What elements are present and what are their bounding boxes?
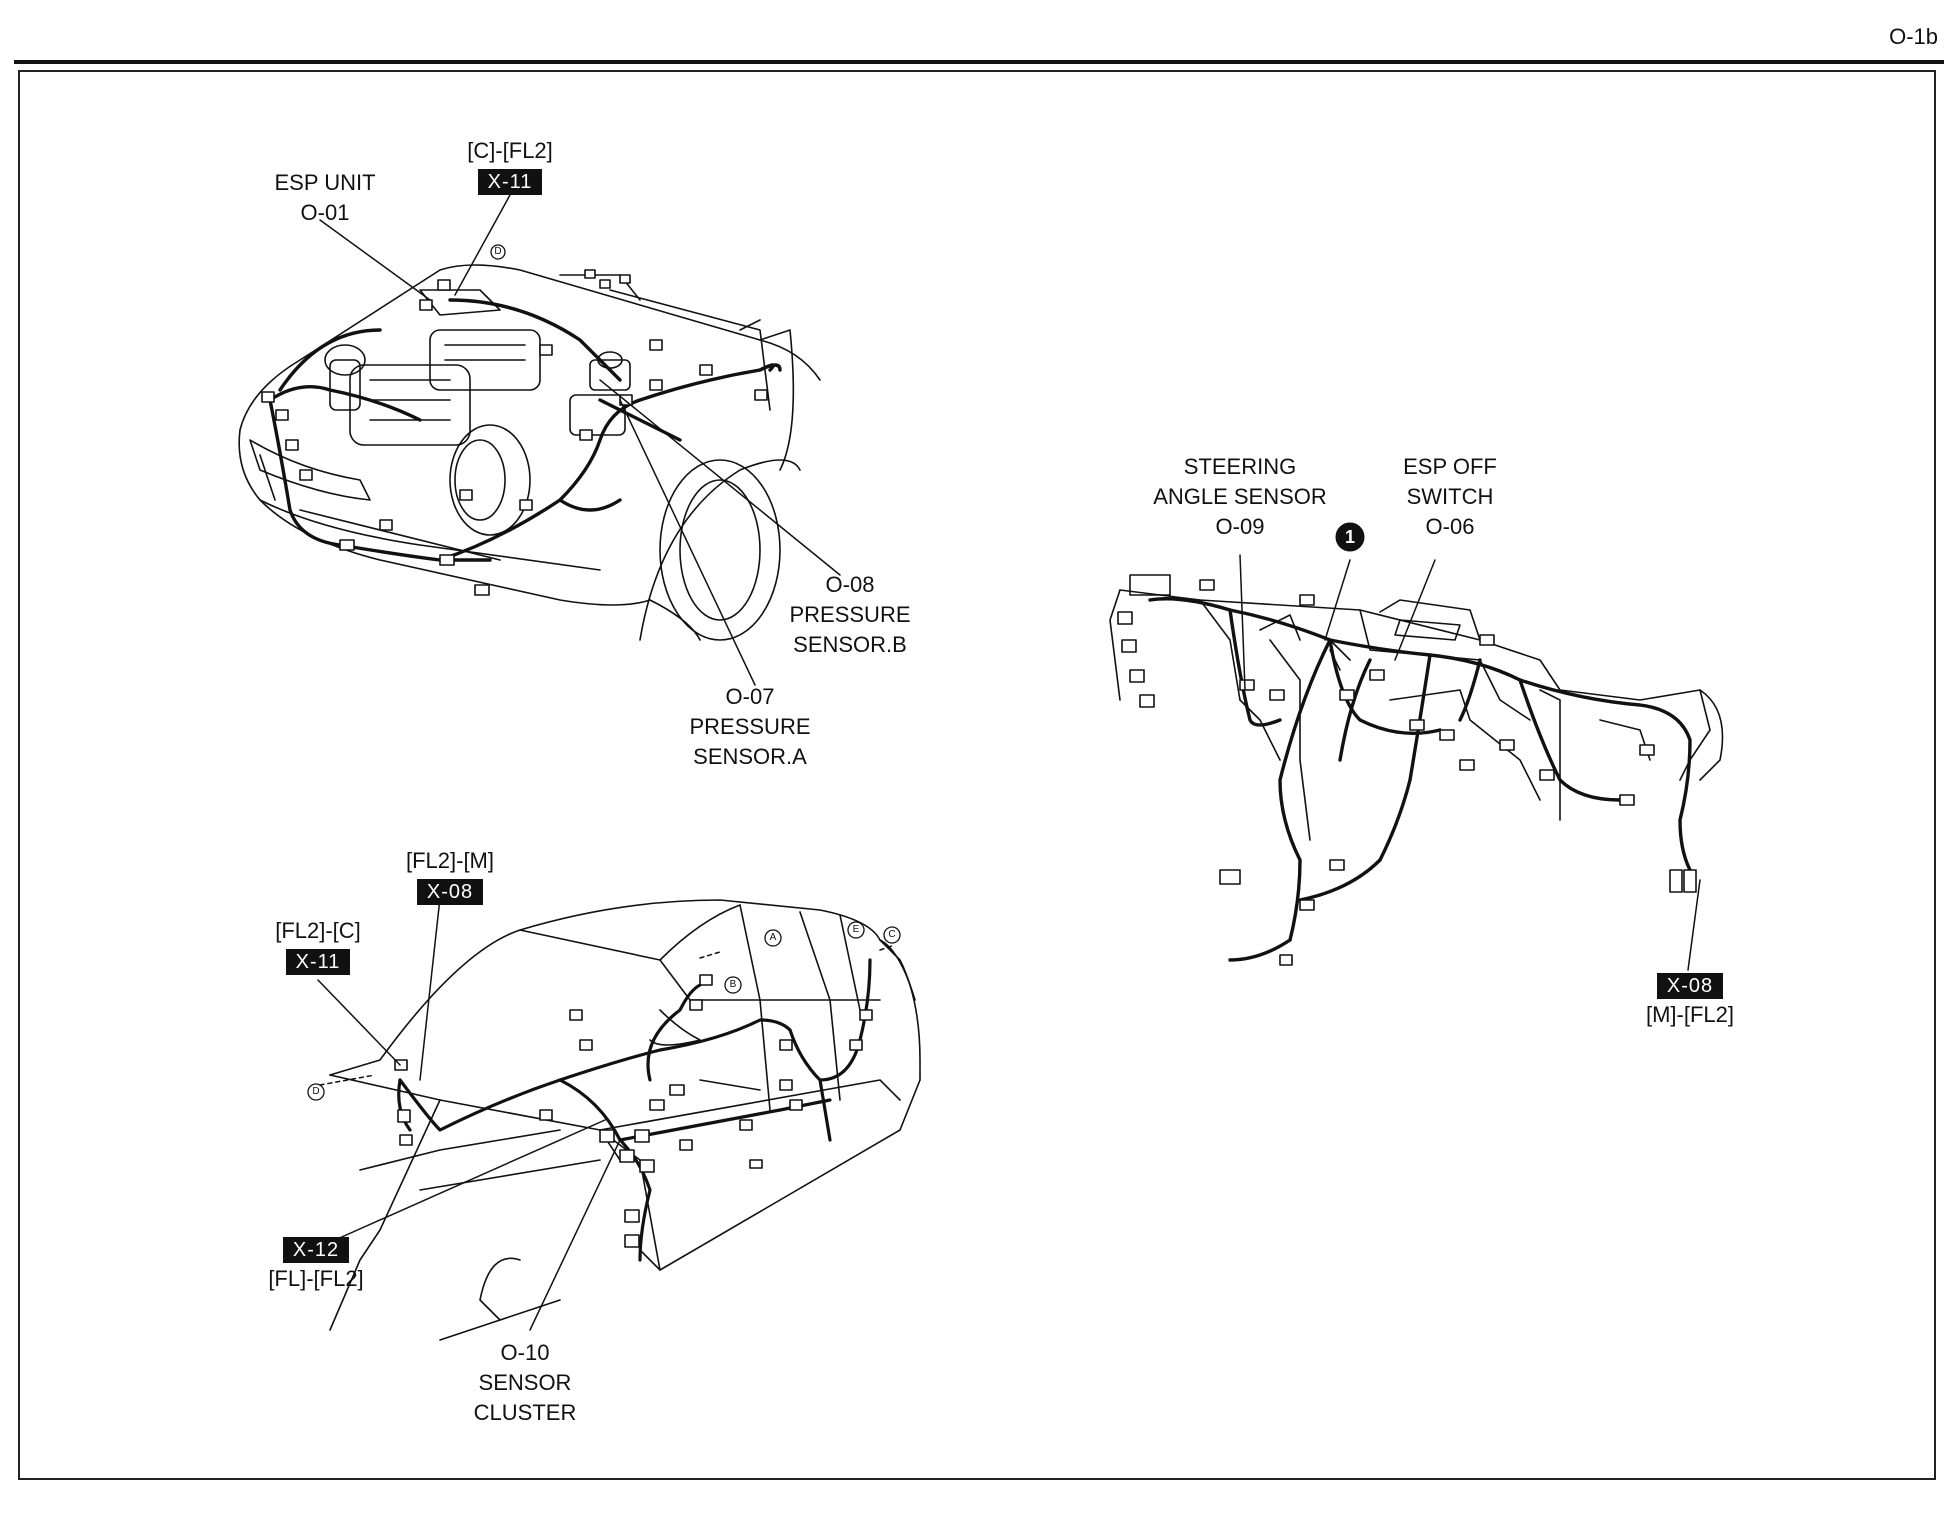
body-marker-circles <box>307 921 901 1101</box>
body-harness <box>397 958 872 1262</box>
diagram-frame <box>18 70 1936 1480</box>
engine-connector-route: [C]-[FL2] <box>467 138 553 163</box>
pressure-sensor-b-label: O-08 PRESSURE SENSOR.B <box>780 570 920 660</box>
body-connector-x12: X-12 [FL]-[FL2] <box>246 1234 386 1294</box>
esp-unit-label: ESP UNIT O-01 <box>255 168 395 228</box>
body-marker-a: A <box>769 932 777 943</box>
pressure-sensor-a-line2: SENSOR.A <box>693 744 807 769</box>
esp-unit-name: ESP UNIT <box>274 170 376 195</box>
sensor-cluster-line2: CLUSTER <box>473 1400 577 1425</box>
engine-connector-x11: [C]-[FL2] X-11 <box>440 136 580 196</box>
steering-line2: ANGLE SENSOR <box>1153 484 1327 509</box>
dashboard-connectors <box>1117 579 1697 966</box>
body-x11-route: [FL2]-[C] <box>275 918 361 943</box>
pressure-sensor-a-line1: PRESSURE <box>689 714 811 739</box>
engine-bay-drawing <box>238 264 821 641</box>
sensor-cluster-code: O-10 <box>500 1340 550 1365</box>
body-x12-tag: X-12 <box>282 1237 350 1263</box>
pressure-sensor-b-line2: SENSOR.B <box>793 632 907 657</box>
esp-unit-code: O-01 <box>300 200 350 225</box>
sensor-cluster-label: O-10 SENSOR CLUSTER <box>455 1338 595 1428</box>
dashboard-connector-route: [M]-[FL2] <box>1645 1002 1734 1027</box>
body-x11-tag: X-11 <box>285 949 351 975</box>
page-id: O-1b <box>1889 24 1938 49</box>
body-marker-d: D <box>312 1086 320 1097</box>
callout-circle <box>1335 522 1365 552</box>
esp-off-line2: SWITCH <box>1406 484 1494 509</box>
dashboard-connector-tag: X-08 <box>1656 973 1724 999</box>
esp-off-switch-label: ESP OFF SWITCH O-06 <box>1380 452 1520 542</box>
body-drawing <box>329 899 921 1341</box>
steering-angle-sensor-label: STEERING ANGLE SENSOR O-09 <box>1130 452 1350 542</box>
engine-marker-circle <box>490 244 506 260</box>
dashboard-harness <box>1148 597 1692 962</box>
pressure-sensor-a-label: O-07 PRESSURE SENSOR.A <box>680 682 820 772</box>
pressure-sensor-b-code: O-08 <box>825 572 875 597</box>
dashboard-leaders <box>1239 554 1701 971</box>
engine-marker-d: D <box>494 246 502 257</box>
steering-line1: STEERING <box>1183 454 1297 479</box>
body-leaders <box>317 897 896 1331</box>
body-connectors <box>394 974 873 1248</box>
body-x12-route: [FL]-[FL2] <box>268 1266 364 1291</box>
sensor-cluster-line1: SENSOR <box>478 1370 572 1395</box>
body-marker-c: C <box>888 929 896 940</box>
pressure-sensor-a-code: O-07 <box>725 684 775 709</box>
pressure-sensor-b-line1: PRESSURE <box>789 602 911 627</box>
body-connector-x11: [FL2]-[C] X-11 <box>248 916 388 976</box>
engine-bay-connectors <box>261 269 768 596</box>
body-x08-route: [FL2]-[M] <box>405 848 494 873</box>
esp-off-code: O-06 <box>1425 514 1475 539</box>
engine-connector-tag: X-11 <box>477 169 543 195</box>
esp-off-line1: ESP OFF <box>1403 454 1497 479</box>
engine-bay-leaders <box>319 194 841 686</box>
body-x08-tag: X-08 <box>416 879 484 905</box>
callout-number: 1 <box>1344 527 1355 547</box>
dashboard-connector-x08: X-08 [M]-[FL2] <box>1610 970 1770 1030</box>
body-marker-e: E <box>852 924 860 935</box>
body-connector-x08: [FL2]-[M] X-08 <box>380 846 520 906</box>
steering-code: O-09 <box>1215 514 1265 539</box>
body-marker-b: B <box>729 979 737 990</box>
header-rule <box>14 60 1944 64</box>
